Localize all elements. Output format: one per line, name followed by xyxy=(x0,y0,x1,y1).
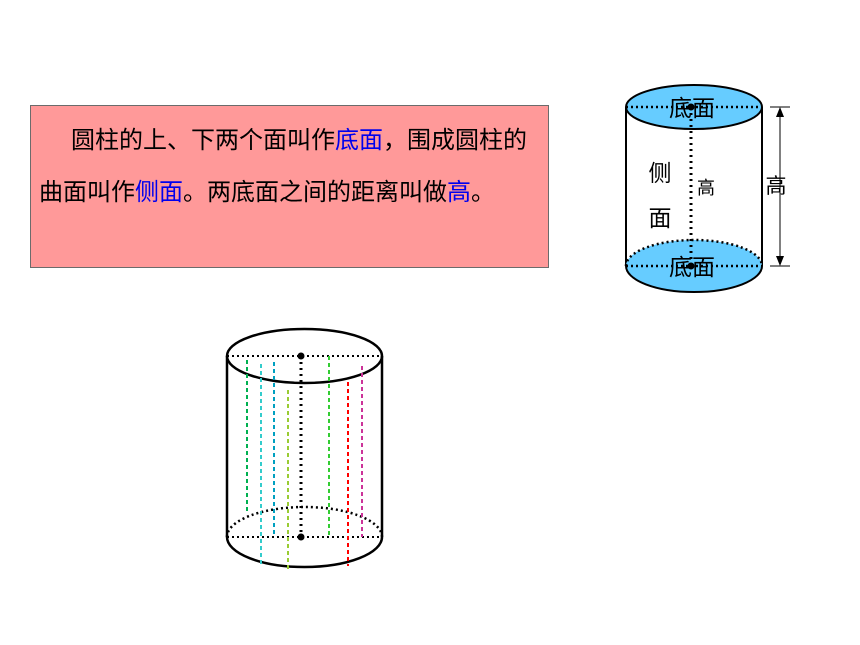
cylinder2-bottom-back-edge xyxy=(225,505,384,538)
definition-text-4: 。 xyxy=(471,178,495,206)
outer-height-label: 高 xyxy=(766,174,787,198)
definition-text-3: 。两底面之间的距离叫做 xyxy=(183,178,447,206)
inner-height-label: 高 xyxy=(697,178,715,199)
definition-box: 圆柱的上、下两个面叫作底面，围成圆柱的曲面叫作侧面。两底面之间的距离叫做高。 xyxy=(30,105,549,268)
side-label-2: 面 xyxy=(649,206,672,232)
top-base-label: 底面 xyxy=(669,96,715,122)
colored-height-lines xyxy=(246,356,363,571)
bottom-base-front-edge xyxy=(625,265,763,293)
term-side: 侧面 xyxy=(135,178,183,206)
definition-text-2: ，围成圆柱的曲面叫作 xyxy=(39,126,527,206)
cylinder2-bottom-center xyxy=(297,533,305,541)
bottom-center-point xyxy=(687,262,695,270)
height-arrow-up xyxy=(776,107,784,117)
cylinder2-top-center xyxy=(297,352,305,360)
term-base: 底面 xyxy=(335,126,383,154)
cylinder2-bottom-front-edge xyxy=(225,536,384,569)
term-height: 高 xyxy=(447,178,471,206)
height-arrow-down xyxy=(776,256,784,266)
bottom-base-back-edge xyxy=(624,238,764,267)
definition-text-1: 圆柱的上、下两个面叫作 xyxy=(71,126,335,154)
top-center-point xyxy=(687,103,695,111)
bottom-base-label: 底面 xyxy=(669,255,715,281)
side-label-1: 侧 xyxy=(649,161,672,187)
